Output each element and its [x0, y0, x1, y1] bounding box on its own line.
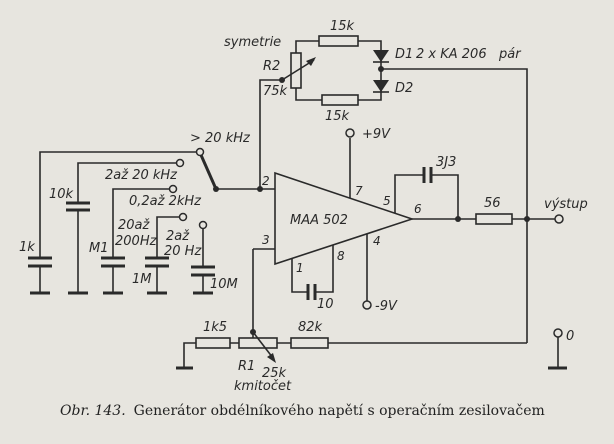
ground-terminal[interactable]: [553, 328, 563, 338]
label-c-10k: 10k: [49, 187, 74, 202]
range-capacitors: [28, 201, 215, 277]
resistor-15k-bottom: [321, 94, 359, 106]
label-opamp: MAA 502: [290, 213, 348, 228]
terminal-minus9v[interactable]: [362, 300, 372, 310]
label-minus9v: -9V: [375, 299, 398, 314]
switch-contact-5[interactable]: [198, 220, 208, 230]
pin-1: 1: [296, 261, 304, 275]
label-c-comp: 10: [317, 297, 334, 312]
label-diode-type: 2 x KA 206: [416, 47, 487, 62]
label-plus9v: +9V: [362, 127, 391, 142]
pin-2: 2: [262, 174, 270, 188]
diode-d1: [373, 50, 389, 62]
label-range2: 2až 20 kHz: [105, 168, 178, 183]
caption-text: Generátor obdélníkového napětí s operačn…: [134, 403, 545, 419]
resistor-56: [475, 213, 513, 225]
label-symetrie: symetrie: [224, 35, 281, 50]
label-par: pár: [498, 47, 522, 62]
range-switch[interactable]: [28, 147, 219, 295]
label-r-out: 56: [484, 196, 501, 211]
switch-contact-1[interactable]: [195, 147, 205, 157]
label-r-top: 15k: [330, 19, 355, 34]
capacitor-3j3: [422, 167, 433, 183]
label-r-bottom: 15k: [325, 109, 350, 124]
label-range1: > 20 kHz: [190, 131, 251, 146]
label-d1: D1: [395, 47, 413, 62]
label-c-1m: 1M: [132, 272, 152, 287]
label-range5a: 2až: [166, 229, 190, 244]
label-kmitocet: kmitočet: [234, 379, 292, 394]
label-c-1k: 1k: [19, 240, 35, 255]
diode-d2: [373, 80, 389, 92]
pin-6: 6: [414, 202, 422, 216]
label-vystup: výstup: [544, 197, 588, 212]
label-c-10m: 10M: [210, 277, 238, 292]
resistor-82k: [290, 337, 329, 349]
caption-number: Obr. 143.: [60, 403, 126, 419]
resistor-15k-top: [318, 35, 359, 47]
label-c-m1: M1: [89, 241, 109, 256]
opamp-triangle: [274, 171, 415, 266]
label-r2-value: 75k: [263, 84, 288, 99]
pin-8: 8: [337, 249, 345, 263]
frequency-divider: [176, 328, 567, 370]
capacitor-10: [306, 284, 317, 300]
output-terminal[interactable]: [554, 214, 564, 224]
label-r2: R2: [263, 59, 280, 74]
switch-blade[interactable]: [199, 154, 218, 190]
label-range4b: 200Hz: [115, 234, 158, 249]
label-ground-zero: 0: [566, 329, 574, 344]
label-d2: D2: [395, 81, 413, 96]
switch-contact-2[interactable]: [175, 158, 185, 168]
switch-contact-4[interactable]: [178, 212, 188, 222]
label-r1: R1: [238, 359, 255, 374]
figure-caption: Obr. 143. Generátor obdélníkového napětí…: [60, 402, 545, 419]
label-range4a: 20až: [118, 218, 151, 233]
resistor-1k5: [195, 337, 231, 349]
label-r1-value: 25k: [262, 366, 287, 381]
terminal-plus9v[interactable]: [345, 128, 355, 138]
symmetry-network: [259, 35, 528, 343]
label-r-1k5: 1k5: [203, 320, 227, 335]
pin-5: 5: [383, 194, 391, 208]
label-range3: 0,2až 2kHz: [129, 194, 202, 209]
pin-3: 3: [262, 233, 270, 247]
pin-7: 7: [355, 184, 363, 198]
opamp: [216, 128, 564, 343]
pin-4: 4: [373, 234, 381, 248]
switch-contact-3[interactable]: [168, 184, 178, 194]
label-c-feedback: 3J3: [436, 155, 456, 170]
label-r-82k: 82k: [298, 320, 323, 335]
label-range5b: 20 Hz: [164, 244, 202, 259]
